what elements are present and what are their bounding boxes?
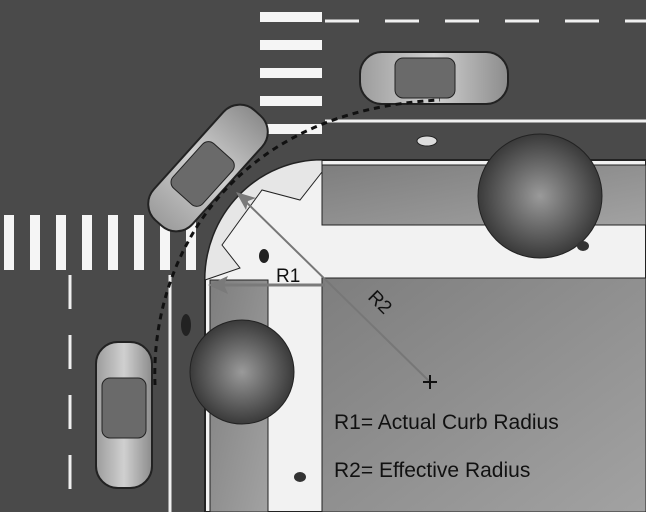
r2-line bbox=[243, 199, 431, 383]
car-icon bbox=[359, 51, 509, 105]
lane-markings bbox=[68, 19, 646, 512]
cyclist-icon bbox=[416, 135, 438, 147]
legend-r2: R2= Effective Radius bbox=[334, 459, 530, 482]
building-block bbox=[321, 277, 646, 512]
r1-label: R1 bbox=[276, 266, 300, 287]
pedestrian-icon bbox=[577, 241, 589, 251]
tree-icon bbox=[477, 133, 603, 259]
tree-icon bbox=[189, 319, 295, 425]
pedestrian-icon bbox=[294, 472, 306, 482]
r1-arrowhead bbox=[208, 276, 228, 294]
crosswalk-left bbox=[4, 215, 196, 270]
car-icon bbox=[147, 103, 269, 233]
curb-ramp bbox=[204, 159, 323, 281]
turning-path bbox=[153, 98, 441, 386]
car-icon bbox=[95, 341, 153, 489]
cyclist-icon bbox=[181, 314, 191, 336]
pedestrian-icon bbox=[259, 249, 269, 263]
crosswalk-top bbox=[260, 12, 322, 134]
center-cross-icon bbox=[423, 375, 437, 389]
r2-arrowhead bbox=[236, 192, 256, 210]
legend-r1: R1= Actual Curb Radius bbox=[334, 411, 559, 434]
